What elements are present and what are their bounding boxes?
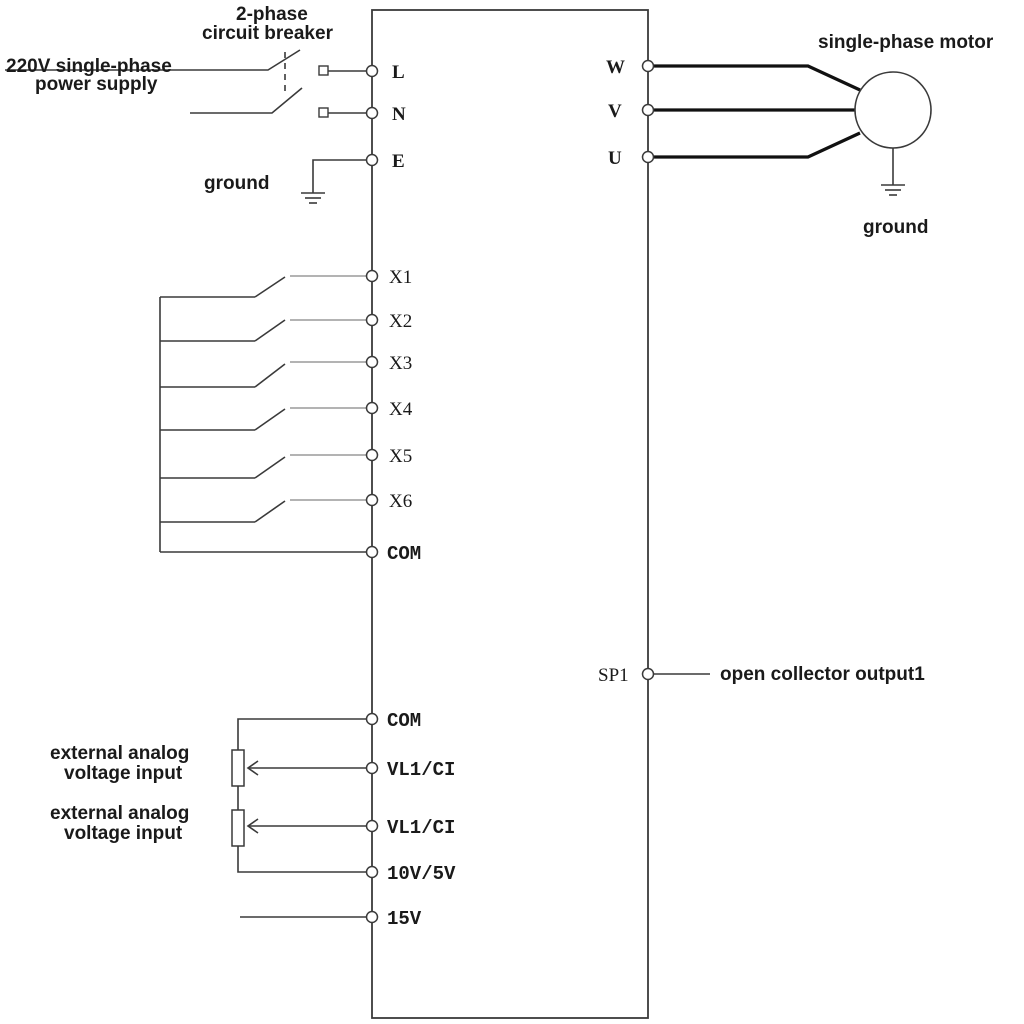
terminal-com1 [365,545,379,559]
terminal-label-l: L [392,62,405,83]
terminal-vl1b [365,819,379,833]
terminal-n [365,106,379,120]
ground-label-left: ground [204,173,269,194]
terminal-label-15v: 15V [387,908,422,930]
supply-wire-l [5,49,301,71]
fuse-n [318,107,329,118]
open-collector-label: open collector output1 [720,664,925,685]
terminal-sp1 [641,667,655,681]
terminal-x3 [365,355,379,369]
motor-symbol [854,71,932,149]
terminal-10v [365,865,379,879]
motor-label: single-phase motor [818,32,994,53]
supply-label-2: power supply [35,74,158,95]
terminal-label-v: V [608,101,622,122]
analog1-label-2: voltage input [64,763,183,784]
analog-wiring [231,718,366,918]
terminal-label-n: N [392,104,406,125]
terminal-v [641,103,655,117]
terminal-label-u: U [608,148,622,169]
terminal-x5 [365,448,379,462]
ground-symbol-motor [881,184,905,196]
terminal-label-com1: COM [387,543,421,565]
analog2-label-2: voltage input [64,823,183,844]
potentiometer-1 [231,749,245,787]
terminal-com2 [365,712,379,726]
analog1-label-1: external analog [50,743,189,764]
motor-wiring [654,64,861,159]
terminal-u [641,150,655,164]
terminal-vl1a [365,761,379,775]
terminal-label-vl1a: VL1/CI [387,759,455,781]
terminal-l [365,64,379,78]
terminal-label-com2: COM [387,710,421,732]
terminal-label-x1: X1 [389,267,412,288]
terminal-label-sp1: SP1 [598,665,629,686]
breaker-label-1: 2-phase [236,4,308,25]
controller-box [371,9,649,1019]
ground-wire-left [312,159,366,193]
terminal-label-x2: X2 [389,311,412,332]
terminal-label-e: E [392,151,405,172]
terminal-label-x6: X6 [389,491,412,512]
fuse-l [318,65,329,76]
right-terminals [641,59,655,681]
supply-wire-n [190,87,303,114]
digital-input-switches [159,275,366,553]
terminal-w [641,59,655,73]
terminal-15v [365,910,379,924]
terminal-x4 [365,401,379,415]
terminal-label-x5: X5 [389,446,412,467]
terminal-x6 [365,493,379,507]
terminal-x1 [365,269,379,283]
terminal-label-vl1b: VL1/CI [387,817,455,839]
potentiometer-2 [231,809,245,847]
left-terminals [365,64,379,924]
terminal-label-10v: 10V/5V [387,863,456,885]
terminal-label-x3: X3 [389,353,412,374]
analog2-label-1: external analog [50,803,189,824]
terminal-x2 [365,313,379,327]
supply-label-1: 220V single-phase [6,56,172,77]
terminal-label-x4: X4 [389,399,413,420]
ground-label-motor: ground [863,217,928,238]
ground-symbol-left [301,192,325,204]
terminal-label-w: W [606,57,625,78]
terminal-e [365,153,379,167]
breaker-label-2: circuit breaker [202,23,334,44]
